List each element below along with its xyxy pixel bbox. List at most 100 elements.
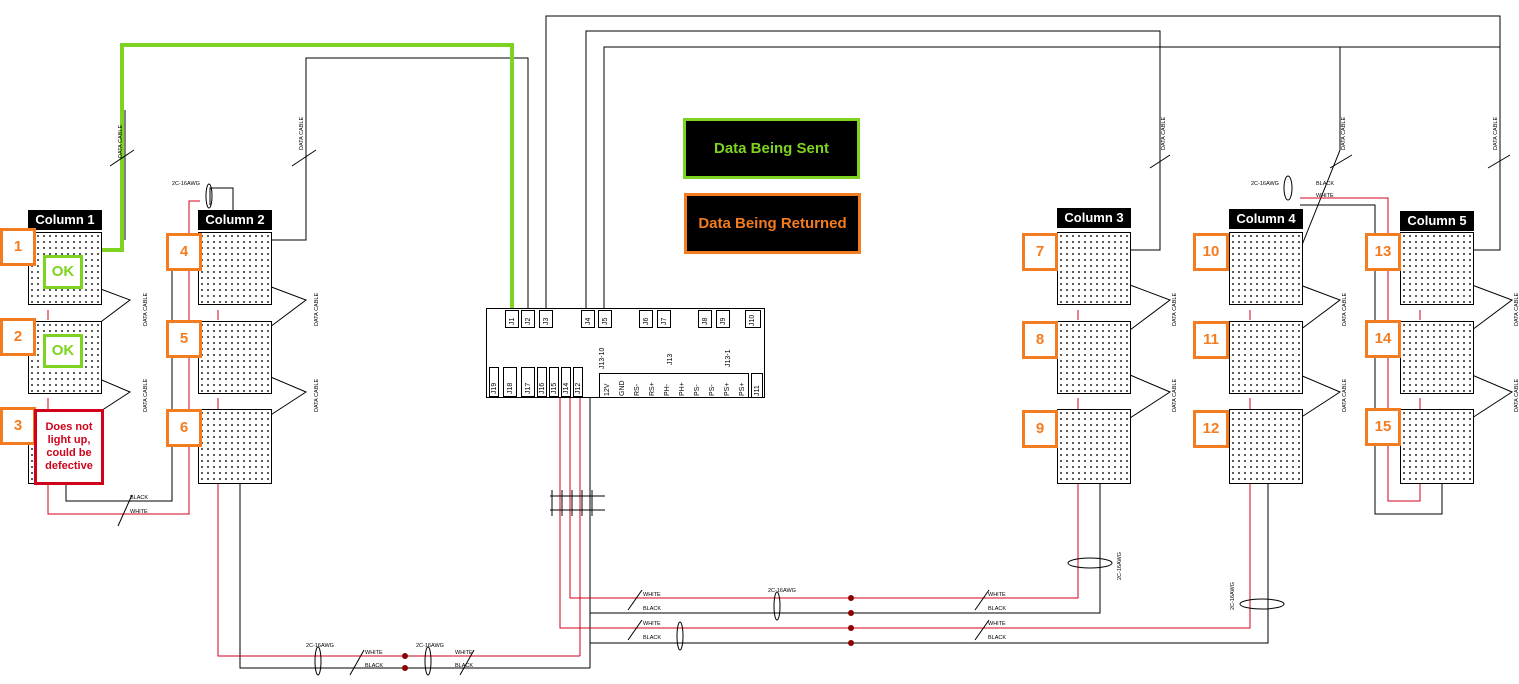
connector-j11: J11 [751, 373, 763, 398]
data-cable-label: DATA CABLE [1341, 117, 1347, 150]
panel-number-10: 10 [1193, 233, 1229, 271]
ok-status-2: OK [43, 334, 83, 368]
panel-4 [198, 232, 272, 305]
group-label-j13-10: J13-10 [599, 347, 606, 369]
wire-white-label: WHITE [1316, 193, 1334, 199]
wire-black-label: BLACK [988, 606, 1006, 612]
connector-j10: J10 [745, 310, 761, 328]
panel-15 [1400, 409, 1474, 484]
power-cable-label: 2C-16AWG [1251, 181, 1279, 187]
data-cable-label: DATA CABLE [1172, 293, 1178, 326]
group-label-j13-1: J13-1 [725, 349, 732, 367]
wire-white-label: WHITE [988, 592, 1006, 598]
connector-j1: J1 [505, 310, 519, 328]
data-cable-label: DATA CABLE [143, 293, 149, 326]
data-cable-label: DATA CABLE [314, 293, 320, 326]
connector-j17: J17 [521, 367, 535, 397]
panel-11 [1229, 321, 1303, 394]
connector-j12: J12 [573, 367, 583, 397]
data-cable-label: DATA CABLE [1514, 293, 1519, 326]
panel-2 [28, 321, 102, 394]
data-cable-label: DATA CABLE [1161, 117, 1167, 150]
wire-white-label: WHITE [643, 621, 661, 627]
panel-12 [1229, 409, 1303, 484]
wire-black-label: BLACK [643, 635, 661, 641]
data-cable-label: DATA CABLE [143, 379, 149, 412]
panel-number-8: 8 [1022, 321, 1058, 359]
legend-data-sent: Data Being Sent [683, 118, 860, 179]
panel-number-11: 11 [1193, 321, 1229, 359]
data-cable-label: DATA CABLE [1342, 379, 1348, 412]
data-cable-label: DATA CABLE [314, 379, 320, 412]
wire-black-label: BLACK [988, 635, 1006, 641]
connector-j18: J18 [503, 367, 517, 397]
power-cable-label: 2C-16AWG [1117, 552, 1123, 580]
panel-number-13: 13 [1365, 233, 1401, 271]
connector-j5: J5 [598, 310, 612, 328]
panel-number-4: 4 [166, 233, 202, 271]
data-cable-label: DATA CABLE [1342, 293, 1348, 326]
panel-5 [198, 321, 272, 394]
controller-board: J1 J2 J3 J4 J5 J6 J7 J8 J9 J10 J19 J18 J… [486, 308, 765, 398]
panel-10 [1229, 232, 1303, 305]
wire-black-label: BLACK [455, 663, 473, 669]
power-cable-label: 2C-16AWG [306, 643, 334, 649]
connector-j19: J19 [489, 367, 499, 397]
panel-number-7: 7 [1022, 233, 1058, 271]
data-cable-label: DATA CABLE [1493, 117, 1499, 150]
wire-white-label: WHITE [365, 650, 383, 656]
connector-j4: J4 [581, 310, 595, 328]
data-cable-label: DATA CABLE [299, 117, 305, 150]
connector-j6: J6 [639, 310, 653, 328]
panel-number-6: 6 [166, 409, 202, 447]
panel-number-12: 12 [1193, 410, 1229, 448]
panel-8 [1057, 321, 1131, 394]
connector-j9: J9 [716, 310, 730, 328]
ok-status-1: OK [43, 255, 83, 289]
column-4-header: Column 4 [1229, 209, 1303, 229]
column-2-header: Column 2 [198, 210, 272, 230]
power-cable-label: 2C-16AWG [172, 181, 200, 187]
panel-6 [198, 409, 272, 484]
wire-white-label: WHITE [130, 509, 148, 515]
wire-black-label: BLACK [643, 606, 661, 612]
power-cable-label: 2C-16AWG [1230, 582, 1236, 610]
connector-j7: J7 [657, 310, 671, 328]
wire-white-label: WHITE [988, 621, 1006, 627]
connector-j8: J8 [698, 310, 712, 328]
column-1-header: Column 1 [28, 210, 102, 230]
wire-black-label: BLACK [130, 495, 148, 501]
defective-status-3: Does not light up, could be defective [34, 409, 104, 485]
panel-9 [1057, 409, 1131, 484]
panel-number-9: 9 [1022, 410, 1058, 448]
panel-number-3: 3 [0, 407, 36, 445]
panel-number-5: 5 [166, 320, 202, 358]
wire-white-label: WHITE [455, 650, 473, 656]
column-3-header: Column 3 [1057, 208, 1131, 228]
panel-number-2: 2 [0, 318, 36, 356]
connector-j14: J14 [561, 367, 571, 397]
panel-13 [1400, 232, 1474, 305]
column-5-header: Column 5 [1400, 211, 1474, 231]
legend-data-returned: Data Being Returned [684, 193, 861, 254]
wire-black-label: BLACK [1316, 181, 1334, 187]
power-cable-label: 2C-16AWG [768, 588, 796, 594]
panel-14 [1400, 321, 1474, 394]
panel-number-1: 1 [0, 228, 36, 266]
panel-number-14: 14 [1365, 320, 1401, 358]
group-label-j13: J13 [667, 353, 674, 365]
data-cable-label: DATA CABLE [1172, 379, 1178, 412]
terminal-block-j13: 12V GND RS- RS+ PH- PH+ PS- PS- PS+ PS+ [599, 373, 749, 398]
data-cable-label: DATA CABLE [1514, 379, 1519, 412]
panel-number-15: 15 [1365, 408, 1401, 446]
panel-7 [1057, 232, 1131, 305]
connector-j16: J16 [537, 367, 547, 397]
connector-j3: J3 [539, 310, 553, 328]
data-cable-label: DATA CABLE [118, 125, 124, 158]
power-cable-label: 2C-16AWG [416, 643, 444, 649]
connector-j15: J15 [549, 367, 559, 397]
wire-white-label: WHITE [643, 592, 661, 598]
connector-j2: J2 [521, 310, 535, 328]
